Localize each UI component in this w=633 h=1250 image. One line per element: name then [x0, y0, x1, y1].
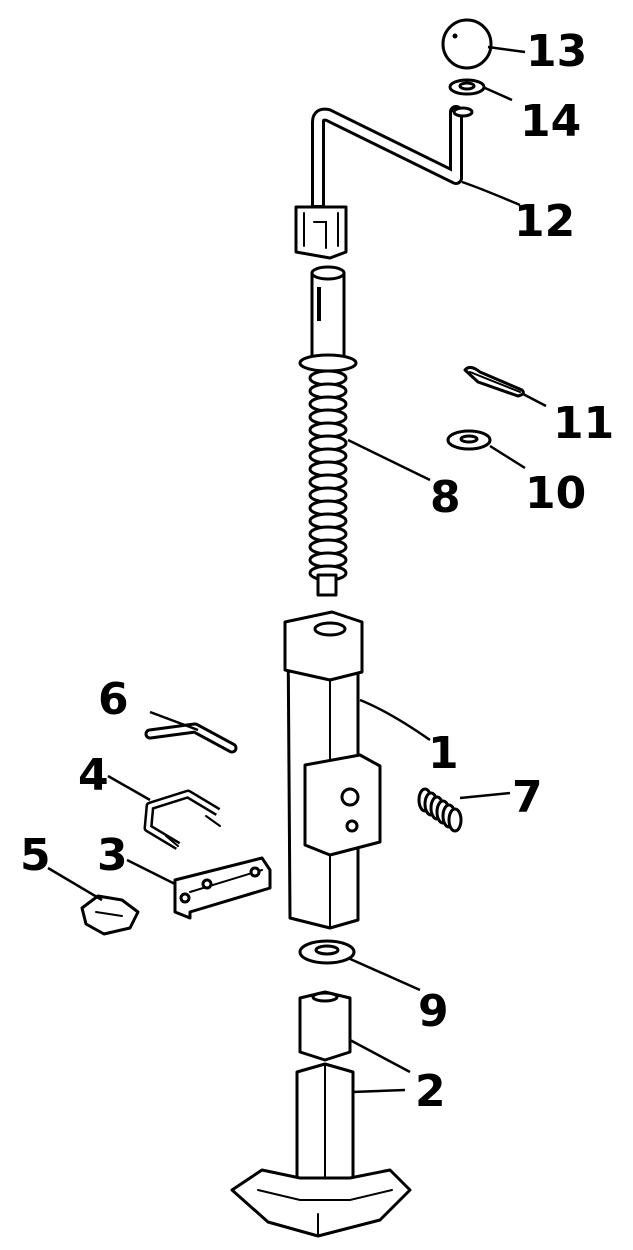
- callout-11: 11: [553, 398, 614, 449]
- part-7-spring: [417, 787, 463, 833]
- callout-10: 10: [525, 468, 586, 519]
- part-2-foot: [230, 990, 412, 1238]
- part-9-washer: [298, 939, 356, 965]
- callout-5: 5: [20, 830, 51, 881]
- callout-1: 1: [428, 728, 459, 779]
- callout-2: 2: [415, 1066, 446, 1117]
- callout-12: 12: [514, 196, 575, 247]
- callout-14: 14: [520, 96, 581, 147]
- callout-4: 4: [78, 750, 109, 801]
- part-12-crank-handle: [294, 105, 474, 260]
- callout-9: 9: [418, 986, 449, 1037]
- part-5-clip: [80, 894, 140, 936]
- part-14-washer: [448, 78, 486, 96]
- callout-6: 6: [98, 674, 129, 725]
- part-1-jack-tube: [283, 610, 382, 930]
- callout-13: 13: [526, 26, 587, 77]
- leader-lines: [47, 45, 547, 1094]
- callout-3: 3: [97, 830, 128, 881]
- part-10-washer: [446, 429, 492, 451]
- part-4-u-bolt: [143, 789, 221, 850]
- part-3-bracket: [173, 856, 272, 920]
- callout-8: 8: [430, 472, 461, 523]
- screw-threads: [308, 369, 348, 582]
- part-6-pin: [144, 722, 238, 754]
- callout-7: 7: [512, 772, 543, 823]
- spring-coil: [447, 807, 463, 833]
- part-11-cotter-pin: [463, 365, 525, 398]
- part-8-screw: [298, 265, 358, 597]
- part-13-knob: [441, 18, 493, 70]
